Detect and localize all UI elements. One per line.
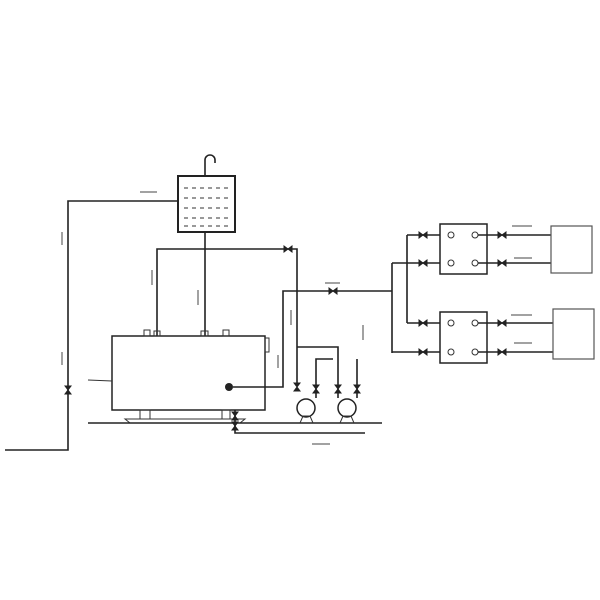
heat-exchanger-2 xyxy=(439,311,488,364)
secondary-lines xyxy=(478,225,553,356)
expansion-lines xyxy=(151,232,298,385)
valve-icon xyxy=(293,382,301,392)
valve-icon xyxy=(312,384,320,394)
valve-icon xyxy=(334,384,342,394)
boiler xyxy=(87,329,270,424)
makeup-valve-icon xyxy=(64,385,72,395)
drain-valve-icon xyxy=(231,421,239,431)
boiler-outlet-line xyxy=(233,282,392,388)
valve-icon xyxy=(353,384,361,394)
heat-exchanger-1 xyxy=(439,223,488,275)
consumer-2 xyxy=(552,308,595,360)
circulation-pump-1 xyxy=(296,398,316,424)
makeup-water-line xyxy=(5,191,178,451)
drain-valve-icon xyxy=(231,411,239,421)
expansion-tank xyxy=(177,154,236,233)
drain-line xyxy=(231,410,365,445)
valve-icon xyxy=(328,287,338,295)
valve-icon xyxy=(283,245,293,253)
pump-lines xyxy=(293,325,364,398)
circulation-pump-2 xyxy=(337,398,357,424)
consumer-1 xyxy=(550,225,593,274)
